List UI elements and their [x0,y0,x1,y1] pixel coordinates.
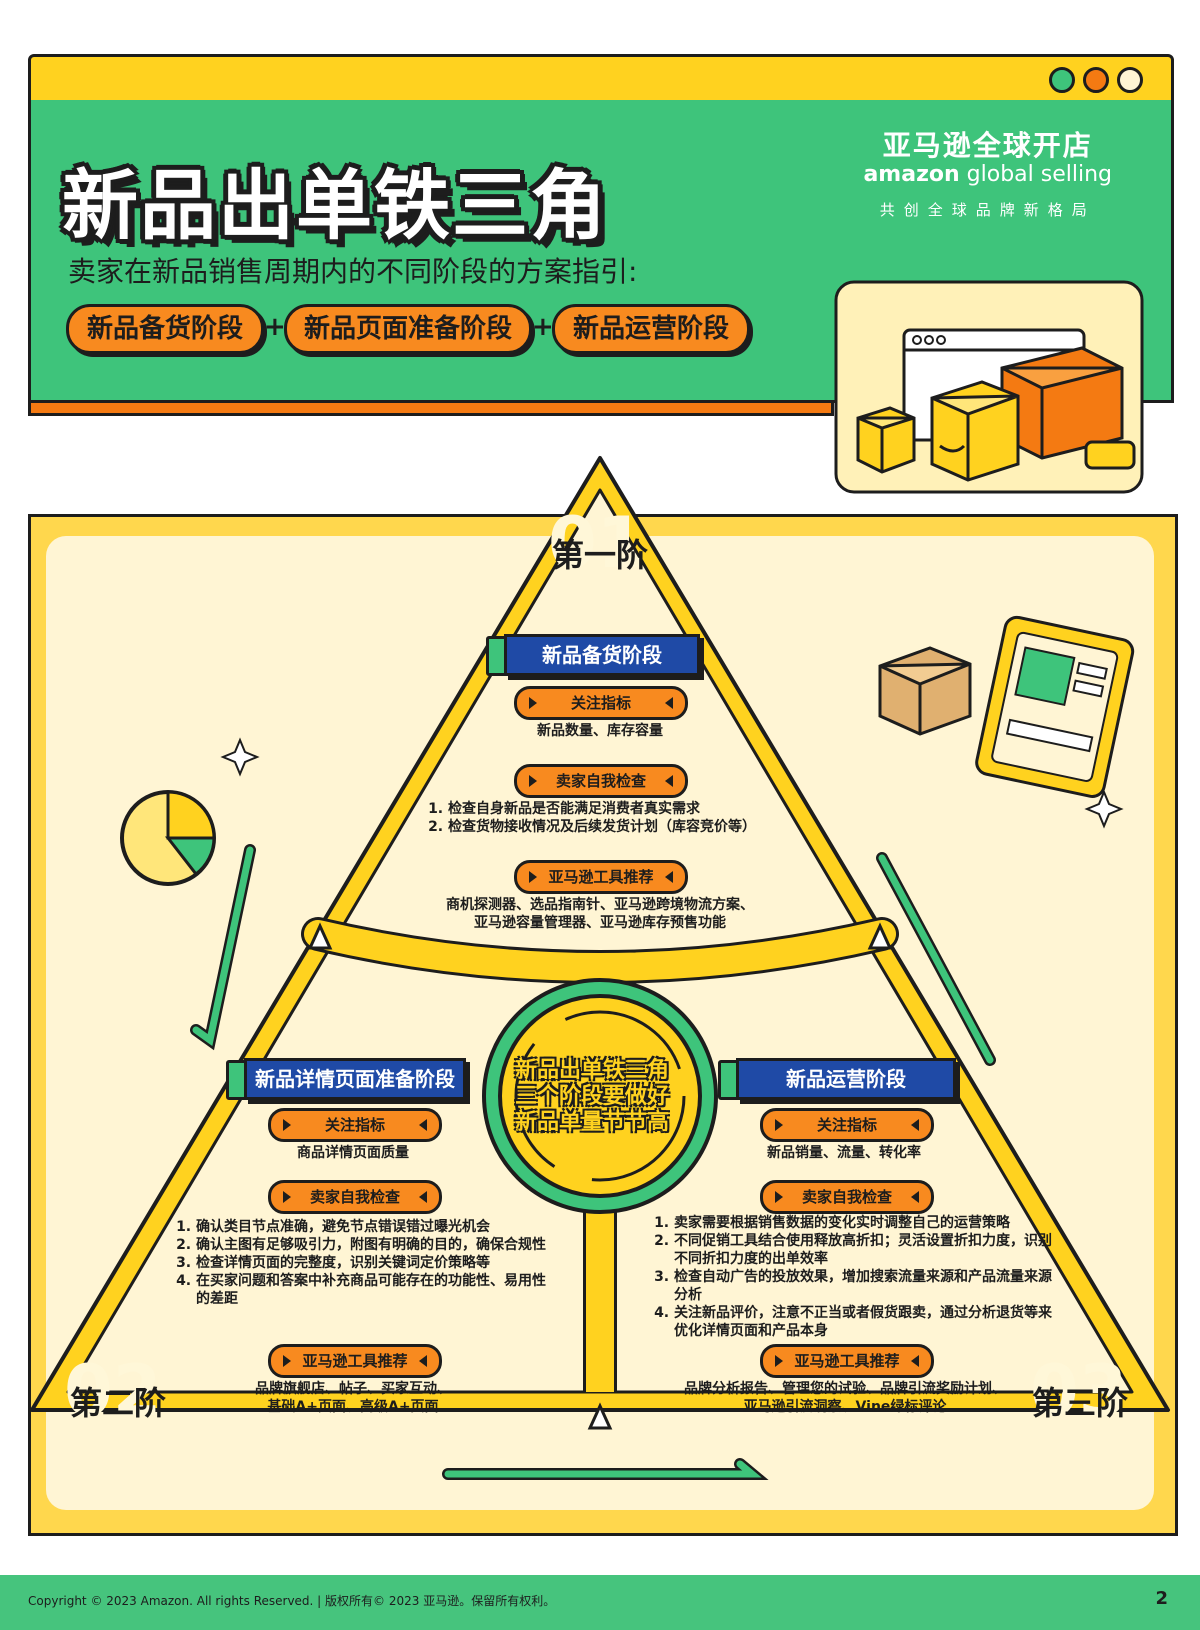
phase3-focus-text: 新品销量、流量、转化率 [767,1145,921,1161]
brand-slogan: 共创全球品牌新格局 [879,201,1096,219]
phase2-focus-text: 商品详情页面质量 [297,1145,409,1161]
phase1-focus-text: 新品数量、库存容量 [537,723,663,739]
phase3-tools-pill: 亚马逊工具推荐 [760,1344,934,1378]
phase3-check-list: 卖家需要根据销售数据的变化实时调整自己的运营策略 不同促销工具结合使用释放高折扣… [654,1214,1054,1340]
list-item: 在买家问题和答案中补充商品可能存在的功能性、易用性的差距 [196,1272,558,1308]
phase3-tools-line2: 亚马逊引流洞察、Vine绿标评论 [743,1399,947,1415]
brand-amazon-word: amazon [863,162,960,187]
phase2-number: 02 [64,1350,162,1432]
brand-en-name: amazon global selling [863,162,1112,187]
phase2-tools-pill: 亚马逊工具推荐 [268,1344,442,1378]
brand-logo: 亚马逊全球开店 amazon global selling 共创全球品牌新格局 [863,124,1112,220]
phase3-tools-line1: 品牌分析报告、管理您的试验、品牌引流奖励计划、 [684,1381,1006,1397]
phase1-tools-pill: 亚马逊工具推荐 [514,860,688,894]
list-item: 确认主图有足够吸引力，附图有明确的目的，确保合规性 [196,1236,558,1254]
phase3-focus-pill: 关注指标 [760,1108,934,1142]
page-title: 新品出单铁三角 [62,161,608,250]
phase1-focus-pill: 关注指标 [514,686,688,720]
plus-sign: + [532,312,554,342]
phase1-heading: 新品备货阶段 [504,634,700,676]
plus-sign: + [264,312,286,342]
footer-bar [0,1575,1200,1630]
phase1-number: 01 [548,502,646,584]
phase1-check-pill: 卖家自我检查 [514,764,688,798]
stage-pill-page-prep: 新品页面准备阶段 [284,304,532,354]
center-slogan: 新品出单铁三角三个阶段要做好新品单量节节高 [514,1058,669,1135]
phase2-check-list: 确认类目节点准确，避免节点错误错过曝光机会 确认主图有足够吸引力，附图有明确的目… [176,1218,558,1308]
brand-global-selling: global selling [966,162,1112,187]
phase1-tools-line2: 亚马逊容量管理器、亚马逊库存预售功能 [474,915,726,931]
list-item: 检查自动广告的投放效果，增加搜索流量来源和产品流量来源分析 [674,1268,1054,1304]
phase3-number: 03 [1030,1350,1128,1432]
stage-pill-stocking: 新品备货阶段 [66,304,264,354]
window-dot-cream [1117,67,1143,93]
brand-cn-name: 亚马逊全球开店 [882,129,1093,162]
window-dot-orange [1083,67,1109,93]
list-item: 检查详情页面的完整度，识别关键词定价策略等 [196,1254,558,1272]
phase1-tools-line1: 商机探测器、选品指南针、亚马逊跨境物流方案、 [446,897,754,913]
page-subtitle: 卖家在新品销售周期内的不同阶段的方案指引: [68,255,638,288]
phase1-check-list: 检查自身新品是否能满足消费者真实需求 检查货物接收情况及后续发货计划（库容竞价等… [428,800,828,836]
header-orange-stripe [28,403,834,416]
list-item: 不同促销工具结合使用释放高折扣；灵活设置折扣力度，识别不同折扣力度的出单效率 [674,1232,1054,1268]
copyright-text: Copyright © 2023 Amazon. All rights Rese… [28,1594,556,1608]
page-number: 2 [1155,1588,1168,1609]
phase3-heading: 新品运营阶段 [736,1058,956,1100]
phase2-tools-line1: 品牌旗舰店、帖子、买家互动、 [255,1381,451,1397]
list-item: 卖家需要根据销售数据的变化实时调整自己的运营策略 [674,1214,1054,1232]
window-title-bar [28,54,1174,106]
window-dot-green [1049,67,1075,93]
stage-pill-operation: 新品运营阶段 [552,304,750,354]
phase2-tools-line2: 基础A+页面、高级A+页面 [267,1399,439,1415]
phase1-label: 第一阶 [552,536,649,574]
shipping-boxes-illustration [834,280,1144,494]
list-item: 检查货物接收情况及后续发货计划（库容竞价等） [448,818,828,836]
list-item: 检查自身新品是否能满足消费者真实需求 [448,800,828,818]
phase3-label: 第三阶 [1032,1384,1129,1422]
list-item: 确认类目节点准确，避免节点错误错过曝光机会 [196,1218,558,1236]
phase2-heading: 新品详情页面准备阶段 [244,1058,466,1100]
list-item: 关注新品评价，注意不正当或者假货跟卖，通过分析退货等来优化详情页面和产品本身 [674,1304,1054,1340]
phase2-check-pill: 卖家自我检查 [268,1180,442,1214]
phase3-check-pill: 卖家自我检查 [760,1180,934,1214]
phase2-focus-pill: 关注指标 [268,1108,442,1142]
phase2-label: 第二阶 [70,1384,167,1422]
